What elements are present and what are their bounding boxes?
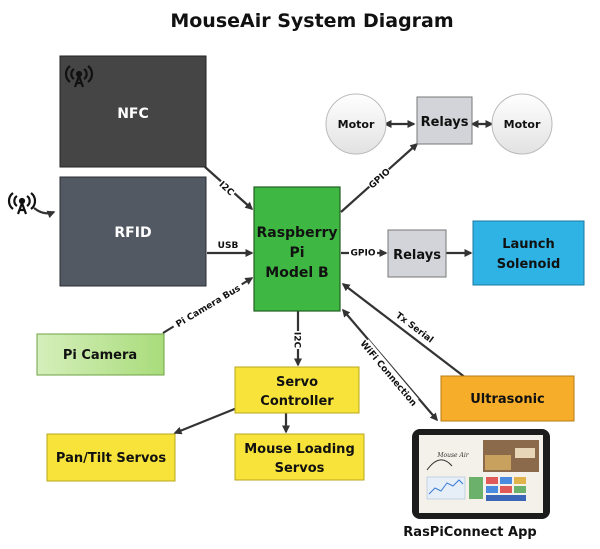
node-pi-line2: Pi (289, 245, 304, 261)
node-motor-left-label: Motor (338, 118, 375, 131)
node-pi-camera: Pi Camera (36, 333, 165, 376)
node-relays-mid: Relays (387, 229, 447, 278)
node-servo-line2: Controller (260, 394, 334, 409)
node-motor-right: Motor (491, 93, 553, 155)
node-rfid-label: RFID (114, 225, 151, 241)
edge-antenna-rfid (33, 207, 56, 219)
node-mouse-line2: Servos (275, 461, 325, 476)
edge-label-camera-bus: Pi Camera Bus (175, 284, 243, 330)
node-pi-line3: Model B (265, 265, 328, 281)
node-servo-controller: Servo Controller (234, 366, 360, 414)
node-relays-top: Relays (416, 96, 473, 145)
node-launch-line2: Solenoid (497, 257, 561, 272)
node-mouse-loading-servos: Mouse Loading Servos (234, 433, 365, 481)
tablet-screen-chart (426, 476, 466, 500)
node-servo-line1: Servo (276, 375, 318, 390)
node-raspiconnect-app: Mouse Air RasPiConnect App (403, 429, 550, 540)
node-pantilt-label: Pan/Tilt Servos (56, 451, 166, 466)
node-app-label: RasPiConnect App (403, 525, 536, 540)
node-ultrasonic: Ultrasonic (440, 375, 575, 422)
edge-label-i2c-nfc: I2C (217, 180, 236, 199)
node-rfid: RFID (59, 176, 207, 287)
rfid-antenna-icon (7, 192, 37, 215)
node-raspberry-pi: Raspberry Pi Model B (253, 186, 341, 312)
node-mouse-line1: Mouse Loading (244, 442, 355, 457)
node-relays-top-label: Relays (421, 115, 469, 130)
tablet-screen-widget (469, 477, 483, 499)
edge-label-gpio-mid: GPIO (351, 249, 376, 259)
node-launch-line1: Launch (502, 237, 555, 252)
node-ultrasonic-label: Ultrasonic (470, 392, 545, 407)
edge-label-wifi: WiFi Connection (358, 339, 419, 409)
edge-label-usb: USB (218, 241, 239, 251)
node-pi-line1: Raspberry (256, 225, 337, 241)
tablet-screen-logo (426, 459, 453, 471)
node-motor-right-label: Motor (504, 118, 541, 131)
diagram-title: MouseAir System Diagram (170, 10, 453, 32)
node-launch-solenoid: Launch Solenoid (472, 220, 585, 286)
node-nfc: NFC (59, 55, 207, 168)
node-relays-mid-label: Relays (393, 248, 441, 263)
edge-label-i2c-servo: I2C (292, 332, 302, 349)
node-nfc-label: NFC (117, 106, 149, 122)
edge-servo-pantilt (173, 406, 238, 435)
node-motor-left: Motor (325, 93, 387, 155)
tablet-screen-title: Mouse Air (436, 452, 469, 459)
node-pantilt-servos: Pan/Tilt Servos (46, 433, 176, 482)
nfc-antenna-icon (64, 65, 94, 88)
node-camera-label: Pi Camera (63, 348, 137, 363)
